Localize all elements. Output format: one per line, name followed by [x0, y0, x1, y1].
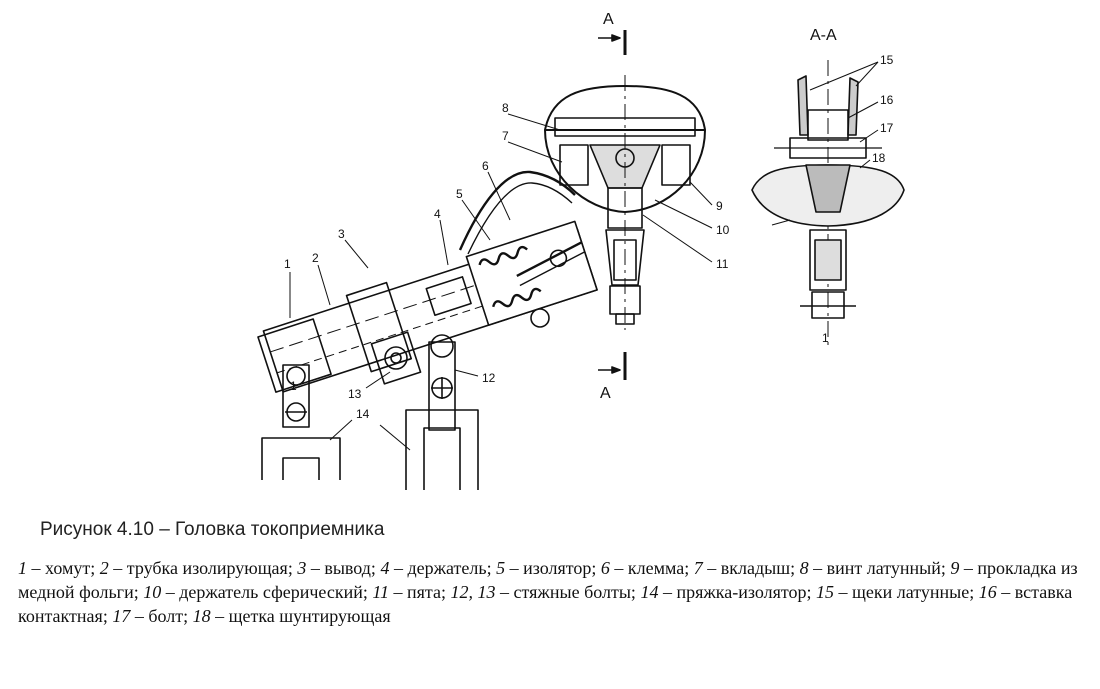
section-title: А-А	[810, 27, 837, 44]
callout-2: 2	[312, 251, 319, 265]
callout-10: 10	[716, 223, 730, 237]
legend-item: 1 – хомут;	[18, 558, 100, 578]
legend-item: 9 – прокладка из медной фольги;	[18, 558, 1078, 602]
legend-item: 4 – держатель;	[380, 558, 497, 578]
bolt-12	[430, 308, 550, 358]
callout-6: 6	[482, 159, 489, 173]
callout-3: 3	[338, 227, 345, 241]
callout-7: 7	[502, 129, 509, 143]
terminal-bracket	[458, 170, 576, 251]
callout-9: 9	[716, 199, 723, 213]
legend-item: 15 – щеки латунные;	[816, 582, 979, 602]
insulator	[465, 220, 598, 326]
legend-item: 17 – болт;	[112, 606, 193, 626]
callout-1-lower: 1	[290, 379, 297, 393]
callout-17: 17	[880, 121, 894, 135]
callout-1: 1	[284, 257, 291, 271]
callout-14: 14	[356, 407, 370, 421]
callout-11: 11	[716, 257, 729, 271]
figure-caption: Рисунок 4.10 – Головка токоприемника	[40, 519, 385, 540]
bolt-13	[370, 331, 422, 385]
tube-assembly	[257, 220, 598, 393]
drawing-canvas: 1 2 3 4 5 6 7 8 9 10 11 12 13 14 15 16 1…	[257, 11, 905, 490]
figure-legend: 1 – хомут; 2 – трубка изолирующая; 3 – в…	[18, 556, 1084, 628]
buckle-insulator-left	[261, 364, 341, 480]
callout-12: 12	[482, 371, 496, 385]
legend-item: 2 – трубка изолирующая;	[99, 558, 298, 578]
buckle-insulator-right	[405, 341, 479, 490]
callout-5: 5	[456, 187, 463, 201]
clamp-body	[257, 318, 332, 393]
section-a-a-view	[751, 60, 905, 345]
legend-item: 10 – держатель сферический;	[143, 582, 373, 602]
legend-item: 3 – вывод;	[297, 558, 381, 578]
callout-8: 8	[502, 101, 509, 115]
callout-18: 18	[872, 151, 886, 165]
spherical-head	[544, 75, 706, 330]
brass-screw-left	[559, 144, 589, 186]
legend-item: 11 – пята;	[372, 582, 451, 602]
legend-item: 16 – вставка контактная;	[18, 582, 1073, 626]
brass-screw-right	[661, 144, 691, 186]
callout-1-section: 1	[822, 331, 829, 345]
section-line-a	[598, 30, 627, 380]
callout-13: 13	[348, 387, 362, 401]
section-marker-bottom: A	[600, 385, 611, 402]
terminal-lead	[345, 281, 413, 373]
technical-drawing: 1 2 3 4 5 6 7 8 9 10 11 12 13 14 15 16 1…	[257, 11, 905, 490]
legend-item: 12, 13 – стяжные болты;	[450, 582, 641, 602]
legend-item: 8 – винт латунный;	[799, 558, 951, 578]
callout-labels: 1 2 3 4 5 6 7 8 9 10 11 12 13 14 15 16 1…	[284, 53, 894, 421]
lower-stem	[809, 229, 847, 291]
contact-insert	[807, 109, 849, 141]
leader-lines	[289, 61, 879, 451]
callout-15: 15	[880, 53, 894, 67]
legend-item: 5 – изолятор;	[496, 558, 601, 578]
legend-item: 6 – клемма;	[600, 558, 694, 578]
legend-item: 14 – пряжка-изолятор;	[640, 582, 817, 602]
legend-item: 18 – щетка шунтирующая	[192, 606, 391, 626]
brass-cheek-right	[847, 77, 859, 136]
callout-4: 4	[434, 207, 441, 221]
legend-item: 7 – вкладыш;	[693, 558, 800, 578]
section-marker-top: A	[603, 11, 614, 28]
holder-window	[425, 276, 472, 317]
callout-16: 16	[880, 93, 894, 107]
brass-cheek-left	[797, 75, 809, 136]
